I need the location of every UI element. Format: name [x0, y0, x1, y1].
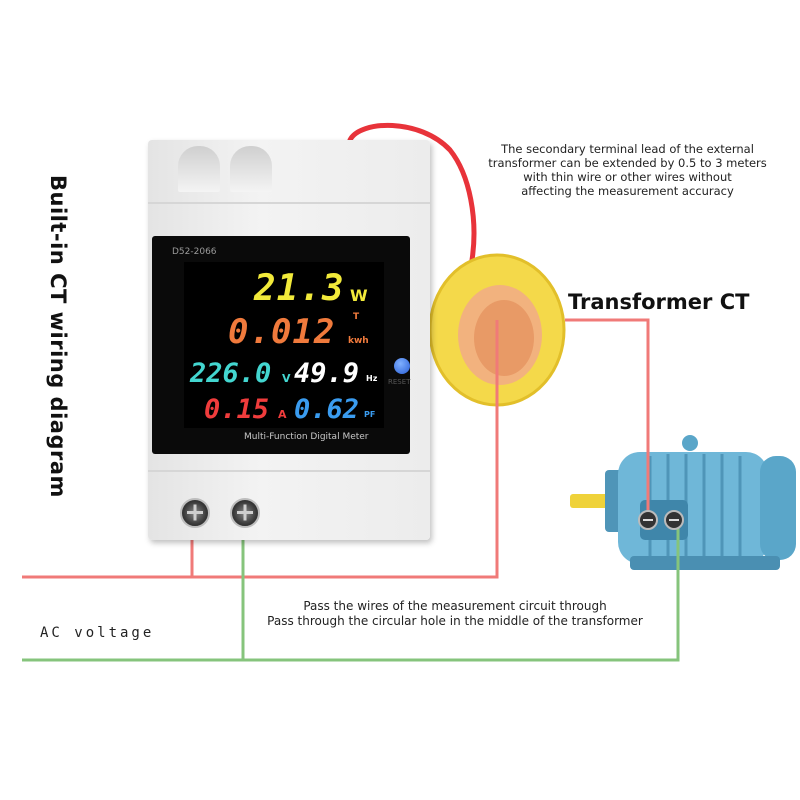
meter-rib [148, 202, 430, 204]
voltage-reading: 226.0 [190, 358, 272, 389]
pass-instruction-line: Pass through the circular hole in the mi… [267, 614, 643, 628]
current-reading: 0.15 [204, 394, 270, 425]
meter-rib [148, 470, 430, 472]
pass-instructions: Pass the wires of the measurement circui… [240, 599, 670, 629]
energy-unit-prefix: T [353, 312, 360, 322]
ct-lead-note-line: The secondary terminal lead of the exter… [501, 142, 754, 156]
diagram-title: Built-in CT wiring diagram [46, 175, 70, 498]
current-unit: A [278, 408, 287, 421]
motor [570, 435, 796, 570]
meter-model: D52-2066 [172, 247, 217, 257]
frequency-unit: Hz [366, 374, 378, 383]
voltage-unit: V [282, 372, 291, 385]
ct-lead-note-line: affecting the measurement accuracy [521, 184, 734, 198]
ct-lead-note-line: with thin wire or other wires without [523, 170, 732, 184]
lcd-screen [184, 262, 384, 428]
pf-unit: PF [364, 410, 376, 419]
pf-reading: 0.62 [294, 394, 360, 425]
power-reading: 21.3 [254, 268, 345, 309]
frequency-reading: 49.9 [294, 358, 360, 389]
power-unit: W [350, 286, 368, 305]
energy-unit: kwh [348, 336, 369, 346]
live-wire [22, 318, 650, 579]
terminal-screw-neutral [230, 498, 260, 528]
ct-lead-note-line: transformer can be extended by 0.5 to 3 … [488, 156, 767, 170]
reset-label: RESET [388, 378, 411, 386]
motor-terminals [638, 510, 684, 530]
energy-reading: 0.012 [228, 312, 336, 352]
digital-meter: D52-2066 21.3 W 0.012 T kwh 226.0 V 49.9… [148, 140, 430, 540]
ct-label: Transformer CT [568, 290, 750, 314]
din-rail-slot [178, 146, 220, 192]
ct-secondary-lead [347, 123, 477, 263]
terminal-screw-live [180, 498, 210, 528]
ac-voltage-label: AC voltage [40, 625, 155, 641]
meter-caption: Multi-Function Digital Meter [244, 432, 369, 442]
din-rail-slot [230, 146, 272, 192]
neutral-wire [22, 522, 680, 662]
reset-button[interactable] [394, 358, 410, 374]
pass-instruction-line: Pass the wires of the measurement circui… [303, 599, 607, 613]
ct-lead-note: The secondary terminal lead of the exter… [465, 142, 790, 198]
